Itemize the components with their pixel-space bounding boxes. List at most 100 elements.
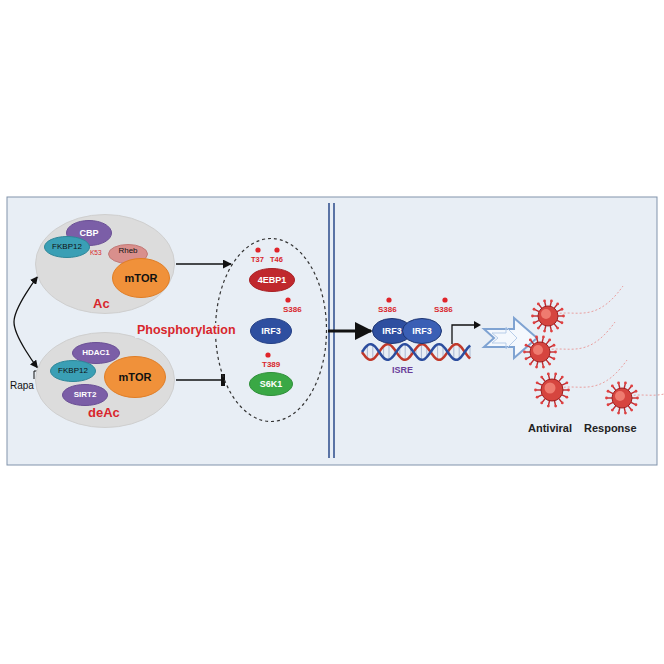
arrowhead xyxy=(474,321,481,329)
virus-spike-tip xyxy=(548,338,551,341)
virus-spike-tip xyxy=(617,412,620,415)
virus-spike-tip xyxy=(540,376,543,379)
virus-spike-tip xyxy=(533,308,536,311)
virus xyxy=(531,286,623,333)
protein-ellipse: FKBP12 xyxy=(44,236,90,258)
dna-strand xyxy=(362,344,470,360)
virus-spike-tip xyxy=(556,302,559,305)
virus-spike-tip xyxy=(535,335,538,338)
dna-rung xyxy=(453,345,454,359)
virus-spike-tip xyxy=(550,299,553,302)
virus xyxy=(523,322,615,369)
protein-name: mTOR xyxy=(119,372,152,383)
protein-ellipse: 4EBP1 xyxy=(249,268,295,292)
virus-spike-tip xyxy=(554,405,557,408)
virus-body xyxy=(530,342,550,362)
virus-spike-tip xyxy=(548,363,551,366)
protein-name: FKBP12 xyxy=(58,367,88,375)
virus-spike-tip xyxy=(531,315,534,318)
virus-spike-tip xyxy=(534,389,537,392)
virus-spike-tip xyxy=(565,396,568,399)
residue-label: T46 xyxy=(270,256,283,264)
virus-body xyxy=(538,306,558,326)
virus-trail xyxy=(540,322,615,352)
virus-core xyxy=(545,383,556,394)
virus-spike-tip xyxy=(611,409,614,412)
phospho-dot xyxy=(255,247,260,252)
protein-name: HDAC1 xyxy=(82,349,110,357)
dna-rung xyxy=(372,345,373,360)
virus-spike-tip xyxy=(537,327,540,330)
protein-name: IRF3 xyxy=(412,327,432,336)
phospho-dot xyxy=(265,352,270,357)
virus-spike-tip xyxy=(553,344,556,347)
virus-spike-tip xyxy=(630,409,633,412)
phospho-dot xyxy=(442,297,447,302)
virus-spike-tip xyxy=(547,405,550,408)
protein-ellipse: IRF3 xyxy=(402,318,442,344)
virus-spike-tip xyxy=(535,366,538,369)
drug-label: Rapa xyxy=(10,381,34,391)
phospho-dot xyxy=(285,297,290,302)
virus-spike-tip xyxy=(607,390,610,393)
virus-spike-tip xyxy=(523,351,526,354)
residue-label: S386 xyxy=(283,306,302,314)
complex-ellipse: HDAC1FKBP12SIRT2 mTOR deAc xyxy=(35,332,175,428)
phospho-dot xyxy=(386,297,391,302)
residue-label: T389 xyxy=(262,361,280,369)
virus-body xyxy=(612,388,632,408)
region-heading: deAc xyxy=(88,406,120,419)
protein-ellipse: IRF3 xyxy=(250,318,292,344)
virus-spike-tip xyxy=(542,366,545,369)
panel xyxy=(7,197,657,465)
virus-spike-tip xyxy=(554,351,557,354)
residue-label: S386 xyxy=(434,306,453,314)
phosphorylation-region: 4EBP1IRF3S6K1Phosphorylation xyxy=(215,238,327,422)
virus-spike-tip xyxy=(605,397,608,400)
virus-spike-tip xyxy=(550,330,553,333)
dna-strand xyxy=(362,344,470,360)
virus-spike-tip xyxy=(525,357,528,360)
virus-spike-tip xyxy=(635,390,638,393)
virus-spike-tip xyxy=(525,344,528,347)
dna-rung xyxy=(405,344,406,360)
region-heading: Phosphorylation xyxy=(135,323,238,338)
virus-spike-tip xyxy=(529,338,532,341)
virus-spike-tip xyxy=(611,384,614,387)
virus-spike-tip xyxy=(554,373,557,376)
dna-rung xyxy=(389,344,390,360)
virus-core xyxy=(615,391,625,401)
virus-spike-tip xyxy=(547,373,550,376)
virus-spike-tip xyxy=(636,397,639,400)
virus-spike-tip xyxy=(537,302,540,305)
virus-spike-tip xyxy=(624,412,627,415)
virus-spike-tip xyxy=(635,403,638,406)
virus-spike-tip xyxy=(536,396,539,399)
dna-rung xyxy=(421,344,422,360)
virus-spike-tip xyxy=(561,308,564,311)
virus-spike-tip xyxy=(543,299,546,302)
hollow-arrow xyxy=(484,318,537,358)
transcription-arrow xyxy=(452,325,474,344)
virus-spike-tip xyxy=(540,402,543,405)
virus-spike-tip xyxy=(561,321,564,324)
virus-spike-tip xyxy=(533,321,536,324)
residue-label: T37 xyxy=(251,256,264,264)
region-heading: Ac xyxy=(93,297,110,310)
protein-ellipse: mTOR xyxy=(112,258,170,298)
virus-spike-tip xyxy=(561,376,564,379)
virus-trail xyxy=(548,286,623,316)
response-label: Response xyxy=(584,423,637,434)
virus-spike-tip xyxy=(536,381,539,384)
protein-name: FKBP12 xyxy=(52,243,82,251)
virus-spike-tip xyxy=(562,315,565,318)
protein-name: S6K1 xyxy=(260,380,283,389)
protein-name: IRF3 xyxy=(382,327,402,336)
hollow-arrow-inner xyxy=(492,327,517,349)
virus-spike-tip xyxy=(542,335,545,338)
protein-ellipse: SIRT2 xyxy=(62,384,108,406)
virus-spike-tip xyxy=(624,381,627,384)
virus-spike-tip xyxy=(561,402,564,405)
